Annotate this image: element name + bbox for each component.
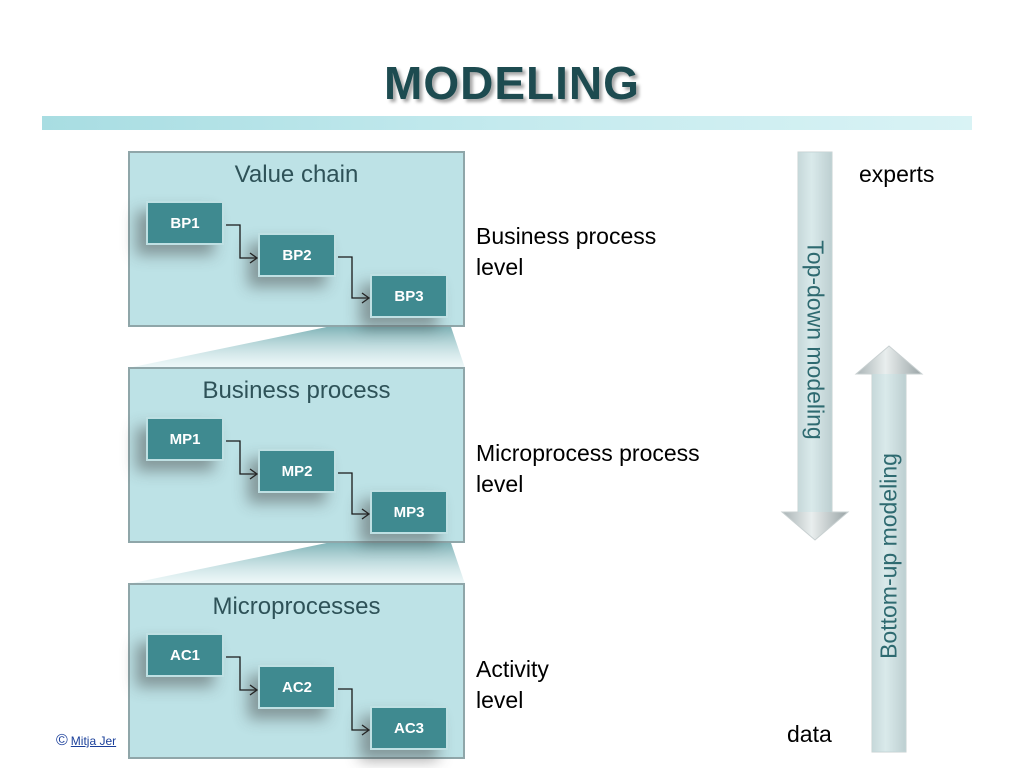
business-process-level-label: Business process level bbox=[476, 221, 656, 283]
label-line: level bbox=[476, 254, 524, 280]
zoom-connector-1 bbox=[128, 318, 465, 368]
author-link[interactable]: Mitja Jer bbox=[70, 734, 117, 748]
label-line: level bbox=[476, 687, 524, 713]
node-bp2: BP2 bbox=[258, 233, 336, 277]
bottom-up-modeling-label: Bottom-up modeling bbox=[875, 453, 902, 659]
node-ac3: AC3 bbox=[370, 706, 448, 750]
bottom-up-arrow bbox=[854, 345, 924, 753]
label-line: Business process bbox=[476, 223, 657, 249]
node-mp3: MP3 bbox=[370, 490, 448, 534]
label-line: level bbox=[476, 471, 524, 497]
microprocess-level-label: Microprocess process level bbox=[476, 438, 700, 500]
node-mp1: MP1 bbox=[146, 417, 224, 461]
zoom-connector-2 bbox=[128, 534, 465, 584]
node-mp2: MP2 bbox=[258, 449, 336, 493]
experts-label: experts bbox=[859, 161, 935, 187]
panel-title: Value chain bbox=[234, 161, 359, 188]
top-down-arrow bbox=[780, 151, 850, 541]
label-line: Microprocess process bbox=[476, 440, 700, 466]
node-ac2: AC2 bbox=[258, 665, 336, 709]
connector-lines bbox=[226, 224, 371, 304]
activity-level-label: Activity level bbox=[476, 654, 549, 716]
footer-credit: ©Mitja Jer bbox=[56, 732, 126, 750]
data-label: data bbox=[787, 721, 832, 747]
business-process-panel: Business process MP1 MP2 MP3 bbox=[128, 367, 465, 543]
value-chain-panel: Value chain BP1 BP2 BP3 bbox=[128, 151, 465, 327]
node-bp3: BP3 bbox=[370, 274, 448, 318]
microprocesses-panel: Microprocesses AC1 AC2 AC3 bbox=[128, 583, 465, 759]
copyright-symbol: © bbox=[56, 732, 68, 749]
connector-lines bbox=[226, 656, 371, 736]
connector-lines bbox=[226, 440, 371, 520]
slide-title: MODELING bbox=[384, 57, 640, 109]
panel-title: Business process bbox=[202, 377, 391, 404]
panel-title: Microprocesses bbox=[212, 593, 381, 620]
node-bp1: BP1 bbox=[146, 201, 224, 245]
top-down-modeling-label: Top-down modeling bbox=[802, 240, 829, 440]
label-line: Activity bbox=[476, 656, 549, 682]
node-ac1: AC1 bbox=[146, 633, 224, 677]
title-underline-bar bbox=[42, 116, 972, 130]
